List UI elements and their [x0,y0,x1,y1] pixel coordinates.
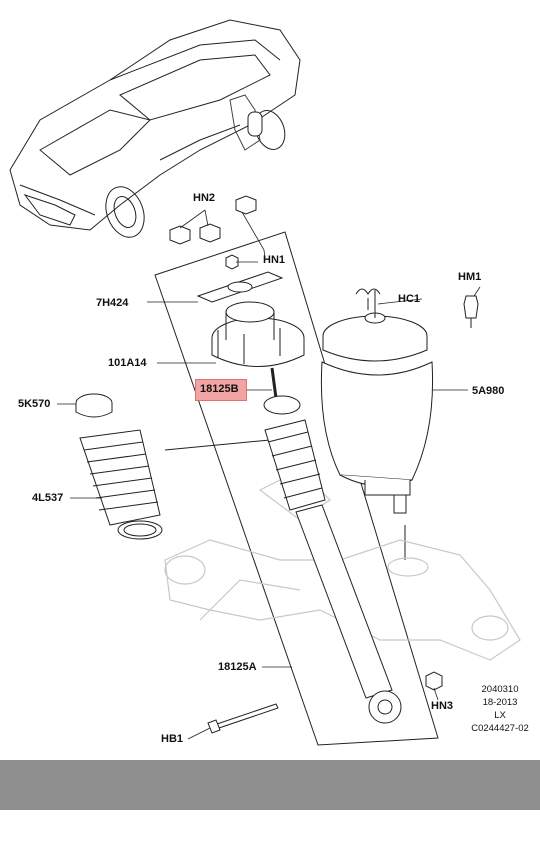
callout-4l537: 4L537 [32,492,64,504]
mounting-plate [196,271,284,303]
footer-bar: MG ROVER LAND ROVER - LR047324 N - 18125… [0,760,540,844]
clip [355,288,381,310]
diagram-ref-line: LX [494,710,506,721]
bump-stop-nut [75,393,113,418]
air-spring [320,290,434,514]
vehicle-illustration [9,19,301,238]
footer-text: MG ROVER LAND ROVER - LR047324 N - 18125… [69,825,481,844]
callout-hm1: HM1 [458,271,482,283]
rear-subframe-ghost [164,469,521,661]
diagram-ref-line: C0244427-02 [471,723,529,734]
top-mount [211,301,305,367]
diagram-ref-line: 18-2013 [482,697,518,708]
callout-18125a: 18125A [218,661,257,673]
shock-absorber [263,367,402,724]
callout-5a980: 5A980 [472,385,505,397]
exploded-parts-diagram [9,19,521,746]
height-sensor [463,295,479,328]
callout-18125b: 18125B [200,383,239,395]
assembly-frame [154,231,439,746]
dust-boot [79,429,163,540]
top-mount-nuts [169,195,257,270]
callout-hn2: HN2 [193,192,216,204]
leader-lines [57,209,481,740]
diagram-reference-block: 2040310 18-2013 LX C0244427-02 [462,684,538,734]
callout-7h424: 7H424 [96,297,129,309]
callout-101a14: 101A14 [108,357,147,369]
bolt-and-nut [207,671,443,734]
callout-5k570: 5K570 [18,398,51,410]
callout-hc1: HC1 [398,293,421,305]
callout-hn3: HN3 [431,700,454,712]
callout-hb1: HB1 [161,733,184,745]
diagram-ref-line: 2040310 [481,684,519,695]
callout-hn1: HN1 [263,254,286,266]
part-highlight [195,379,247,401]
